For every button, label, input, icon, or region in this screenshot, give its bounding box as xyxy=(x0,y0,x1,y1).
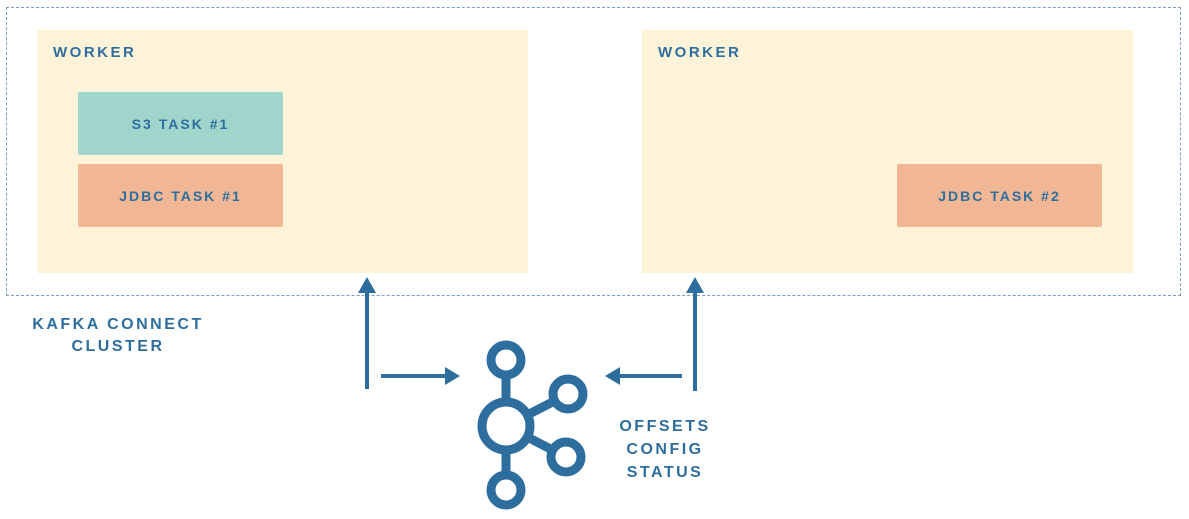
jdbc-task-2: JDBC TASK #2 xyxy=(897,164,1102,227)
right-connector-arrows xyxy=(605,277,704,393)
left-connector-arrows xyxy=(358,277,460,391)
arrow-up-to-worker-1 xyxy=(358,277,445,391)
kafka-label-offsets: OFFSETS xyxy=(619,418,711,435)
kafka-logo-icon xyxy=(477,340,588,510)
arrow-up-to-worker-2 xyxy=(615,277,704,393)
jdbc-task-1: JDBC TASK #1 xyxy=(78,164,283,227)
cluster-label-line-2: CLUSTER xyxy=(71,338,165,355)
kafka-label-config: CONFIG xyxy=(626,441,704,458)
worker-1-label: WORKER xyxy=(53,44,137,61)
worker-2-label: WORKER xyxy=(658,44,742,61)
arrow-down-to-kafka-right xyxy=(605,278,682,385)
arrow-down-to-kafka-left xyxy=(381,278,460,385)
cluster-label-line-1: KAFKA CONNECT xyxy=(32,316,204,333)
kafka-label-status: STATUS xyxy=(626,464,704,481)
s3-task-1: S3 TASK #1 xyxy=(78,92,283,155)
worker-2: WORKER xyxy=(642,30,1133,273)
kafka-topics-label: OFFSETS CONFIG STATUS xyxy=(602,415,728,484)
kafka-connect-cluster-label: KAFKA CONNECT CLUSTER xyxy=(20,314,216,358)
kafka-connect-cluster-boundary xyxy=(6,7,1181,296)
